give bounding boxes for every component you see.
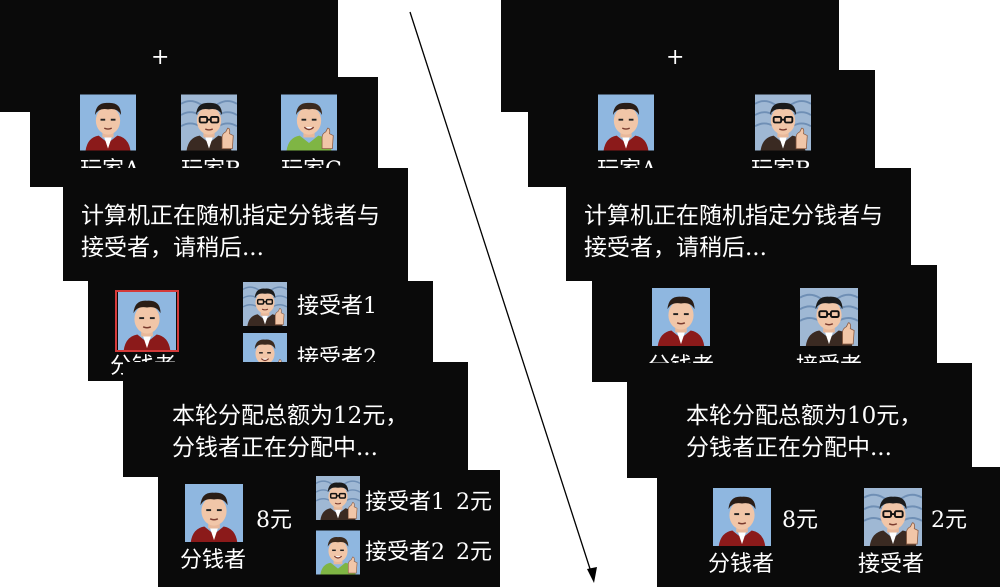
- left-result-proposer-amount: 8元: [256, 508, 292, 533]
- right-player-b-avatar-icon: [755, 94, 811, 151]
- left-receiver1-label: 接受者1: [297, 294, 377, 319]
- right-result-receiver-avatar-icon: [864, 488, 922, 546]
- right-players-screen: [528, 70, 875, 187]
- right-result-receiver-label: 接受者: [858, 552, 925, 577]
- right-assigning-screen: [566, 168, 911, 281]
- right-fixation-cross: +: [666, 45, 685, 70]
- right-result-proposer-label: 分钱者: [708, 552, 775, 577]
- left-allocating-screen: [123, 362, 468, 477]
- left-assigning-line1: 计算机正在随机指定分钱者与: [81, 203, 380, 229]
- right-allocating-line1: 本轮分配总额为10元，: [686, 403, 923, 429]
- left-result-receiver2-label: 接受者2: [365, 540, 445, 565]
- left-result-proposer-label: 分钱者: [180, 548, 247, 573]
- right-allocating-screen: [627, 363, 972, 478]
- right-proposer-avatar-icon: [652, 288, 710, 346]
- right-result-proposer-amount: 8元: [782, 508, 818, 533]
- right-receiver-avatar-icon: [800, 288, 858, 346]
- right-assigning-line1: 计算机正在随机指定分钱者与: [584, 203, 883, 229]
- left-result-receiver2-amount: 2元: [456, 540, 492, 565]
- left-assigning-line2: 接受者，请稍后...: [81, 235, 264, 261]
- right-player-a-avatar-icon: [598, 94, 654, 151]
- right-assigning-line2: 接受者，请稍后...: [584, 235, 767, 261]
- right-roles-screen: [592, 265, 937, 382]
- right-allocating-line2: 分钱者正在分配中...: [686, 435, 892, 461]
- left-result-receiver1-amount: 2元: [456, 490, 492, 515]
- right-result-receiver-amount: 2元: [931, 508, 967, 533]
- left-result-receiver1-label: 接受者1: [365, 490, 445, 515]
- right-result-proposer-avatar-icon: [713, 488, 771, 546]
- left-allocating-line1: 本轮分配总额为12元，: [172, 403, 409, 429]
- left-fixation-cross: +: [151, 45, 170, 70]
- left-assigning-screen: [63, 168, 408, 281]
- left-allocating-line2: 分钱者正在分配中...: [172, 435, 378, 461]
